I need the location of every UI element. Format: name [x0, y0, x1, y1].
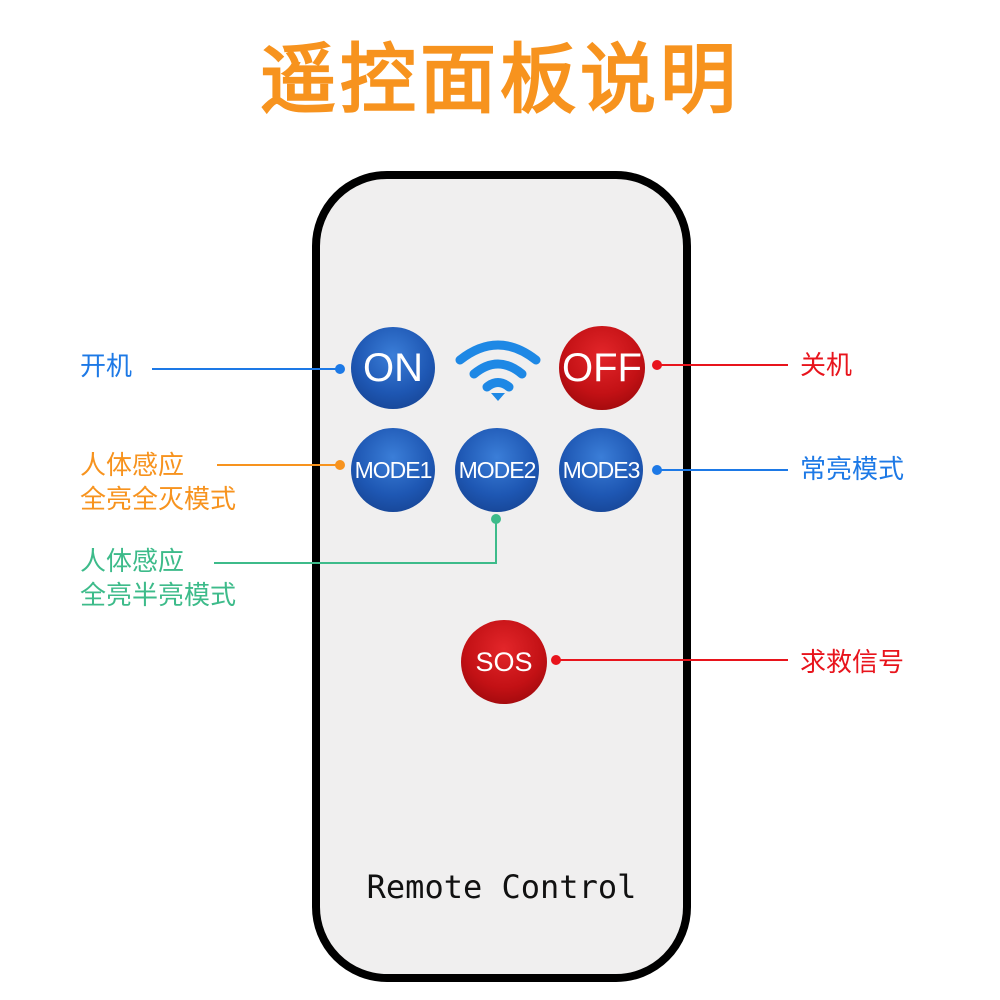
page-title: 遥控面板说明	[260, 35, 740, 124]
remote-control-label: Remote Control	[366, 868, 637, 906]
mode3-button[interactable]: MODE3	[559, 428, 643, 512]
mode2-callout-line2: 全亮半亮模式	[80, 581, 237, 611]
mode1-callout-line2: 全亮全灭模式	[80, 485, 237, 515]
wifi-icon	[455, 340, 541, 401]
off-button[interactable]: OFF	[559, 326, 645, 410]
mode1-callout-line1: 人体感应	[80, 451, 185, 481]
mode1-button[interactable]: MODE1	[351, 428, 435, 512]
mode3-callout-label: 常亮模式	[800, 455, 905, 485]
mode2-callout-line1: 人体感应	[80, 547, 185, 577]
mode1-callout-label: 人体感应 全亮全灭模式	[80, 449, 236, 517]
on-button[interactable]: ON	[351, 327, 435, 409]
off-callout-label: 关机	[800, 351, 853, 381]
mode2-button[interactable]: MODE2	[455, 428, 539, 512]
mode2-callout-label: 人体感应 全亮半亮模式	[80, 545, 236, 613]
sos-callout-label: 求救信号	[800, 648, 905, 678]
remote-control-body	[312, 171, 691, 982]
sos-button[interactable]: SOS	[461, 620, 547, 704]
on-callout-label: 开机	[80, 352, 133, 382]
